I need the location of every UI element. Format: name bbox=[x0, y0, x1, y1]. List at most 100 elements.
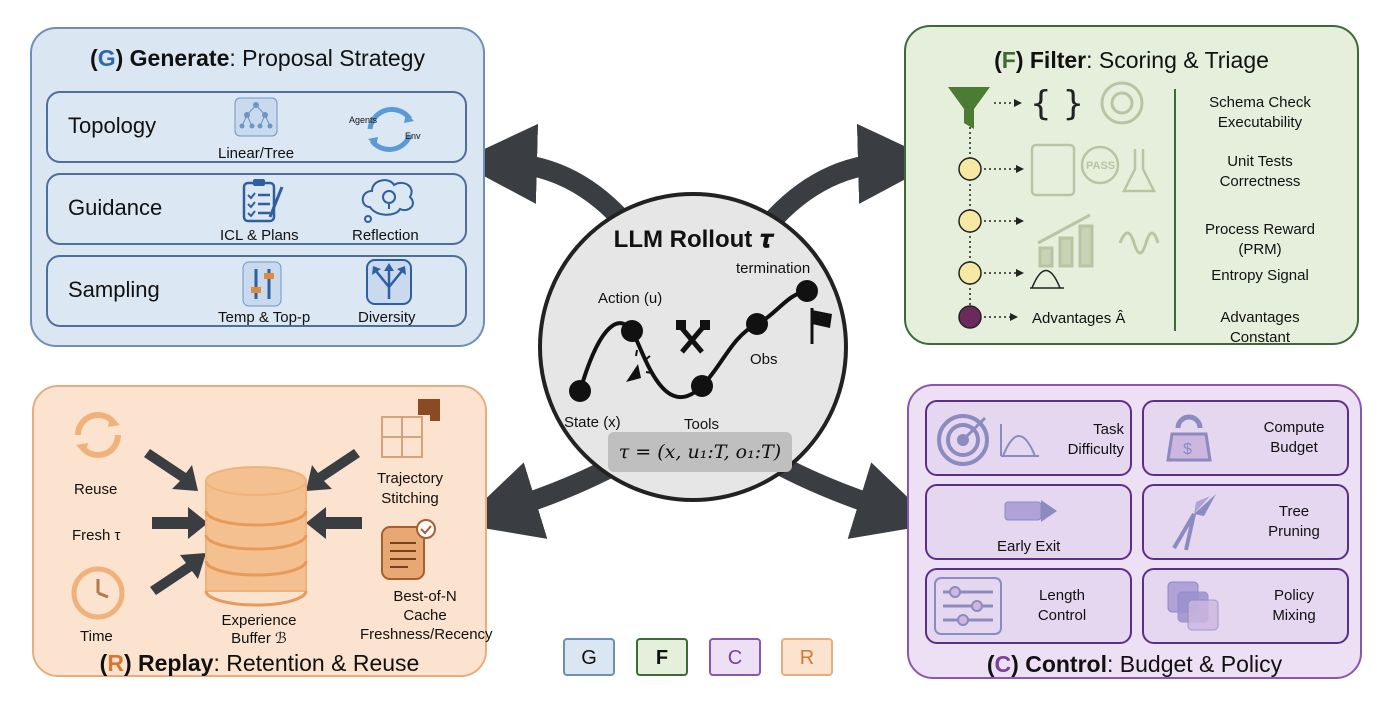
generate-panel: (G) Generate: Proposal Strategy Topology… bbox=[30, 27, 485, 347]
temp-top-p-label: Temp & Top-p bbox=[218, 309, 311, 326]
early-exit-box: Early Exit bbox=[925, 484, 1132, 560]
legend-c: C bbox=[709, 638, 761, 676]
filter-title: (F) Filter: Scoring & Triage bbox=[994, 47, 1269, 73]
time-label: Time bbox=[80, 628, 113, 645]
sliders-icon bbox=[934, 577, 1002, 635]
legend-f: F bbox=[636, 638, 688, 676]
process-reward-label: Process Reward(PRM) bbox=[1204, 221, 1316, 258]
center-rollout-circle: LLM Rollout 𝝉 termination Action (u) Obs… bbox=[538, 192, 848, 502]
input-arrow bbox=[306, 449, 360, 491]
slider-controls-icon bbox=[242, 261, 282, 307]
diversity-arrows-icon bbox=[366, 259, 412, 305]
funnel-icon bbox=[948, 87, 990, 129]
guidance-label: Guidance bbox=[68, 195, 163, 220]
topology-label: Topology bbox=[68, 113, 157, 138]
target-icon bbox=[937, 414, 1039, 466]
early-exit-label: Early Exit bbox=[997, 538, 1061, 555]
tools-label: Tools bbox=[684, 416, 720, 433]
braces-icon: { } bbox=[1030, 84, 1084, 124]
kettlebell-icon: $ bbox=[1166, 414, 1212, 462]
diversity-label: Diversity bbox=[358, 309, 416, 326]
generate-title: (G) Generate: Proposal Strategy bbox=[90, 45, 425, 71]
thought-lightbulb-icon bbox=[361, 179, 414, 223]
termination-label: termination bbox=[736, 260, 811, 277]
tree-icon bbox=[234, 97, 278, 137]
tools-node bbox=[691, 375, 713, 397]
sampling-label: Sampling bbox=[68, 277, 160, 302]
input-arrow bbox=[144, 449, 198, 491]
filter-pipeline: { } PASS Advantages Â bbox=[948, 81, 1160, 329]
control-title: (C) Control: Budget & Policy bbox=[986, 651, 1283, 677]
svg-text:$: $ bbox=[1183, 441, 1192, 458]
pass-text: PASS bbox=[1086, 160, 1115, 172]
reuse-cycle-icon bbox=[75, 412, 121, 458]
termination-node bbox=[796, 280, 818, 302]
filter-panel: (F) Filter: Scoring & Triage { } PASS bbox=[904, 25, 1359, 346]
tools-icon bbox=[678, 324, 706, 354]
reuse-label: Reuse bbox=[74, 481, 118, 498]
growth-chart-icon bbox=[1037, 213, 1160, 268]
formula-box: τ = (x, u₁:T, o₁:T) bbox=[608, 432, 792, 472]
clipboard-checklist-icon bbox=[242, 179, 284, 223]
advantage-node bbox=[958, 305, 982, 329]
entropy-signal-label: Entropy Signal bbox=[1211, 267, 1309, 284]
advantages-hat-label: Advantages Â bbox=[1032, 310, 1125, 327]
pipeline-node bbox=[958, 157, 982, 181]
input-arrow bbox=[306, 507, 362, 539]
trajectory-curve bbox=[569, 280, 832, 402]
agents-label: Agents bbox=[349, 115, 378, 125]
database-cylinder-icon bbox=[204, 466, 308, 607]
action-label: Action (u) bbox=[598, 290, 663, 307]
obs-node bbox=[746, 313, 768, 335]
pruning-shears-icon bbox=[1172, 494, 1216, 551]
gear-code-icon bbox=[1100, 81, 1144, 125]
cursor-click-icon bbox=[626, 349, 653, 382]
puzzle-icon bbox=[381, 399, 440, 458]
buffer-arrows bbox=[144, 449, 362, 595]
guidance-row: Guidance ICL & Plans Reflection bbox=[46, 173, 467, 245]
legend-g: G bbox=[563, 638, 615, 676]
clock-icon bbox=[71, 566, 125, 620]
rollout-title: LLM Rollout 𝝉 bbox=[613, 226, 773, 253]
agent-env-cycle-icon bbox=[367, 107, 414, 152]
linear-tree-label: Linear/Tree bbox=[218, 145, 295, 162]
pipeline-node bbox=[958, 261, 982, 285]
clipboard-pass-icon bbox=[1030, 143, 1157, 197]
env-label: Env bbox=[405, 131, 421, 141]
exit-arrow-icon bbox=[1004, 500, 1057, 522]
obs-label: Obs bbox=[750, 351, 778, 368]
flag-icon bbox=[810, 308, 832, 344]
input-arrow bbox=[152, 507, 208, 539]
fresh-tau-label: Fresh τ bbox=[72, 527, 121, 544]
distribution-icon bbox=[1030, 269, 1064, 289]
legend-r: R bbox=[781, 638, 833, 676]
topology-row: Topology Linear/Tree Agents Env bbox=[46, 91, 467, 163]
icl-plans-label: ICL & Plans bbox=[220, 227, 299, 244]
replay-title: (R) Replay: Retention & Reuse bbox=[99, 650, 420, 676]
sampling-row: Sampling Temp & Top-p Diversity bbox=[46, 255, 467, 327]
overlapping-squares-icon bbox=[1167, 581, 1219, 631]
state-node bbox=[569, 380, 591, 402]
reflection-label: Reflection bbox=[352, 227, 419, 244]
input-arrow bbox=[150, 553, 206, 595]
action-node bbox=[621, 320, 643, 342]
state-label: State (x) bbox=[564, 414, 621, 431]
